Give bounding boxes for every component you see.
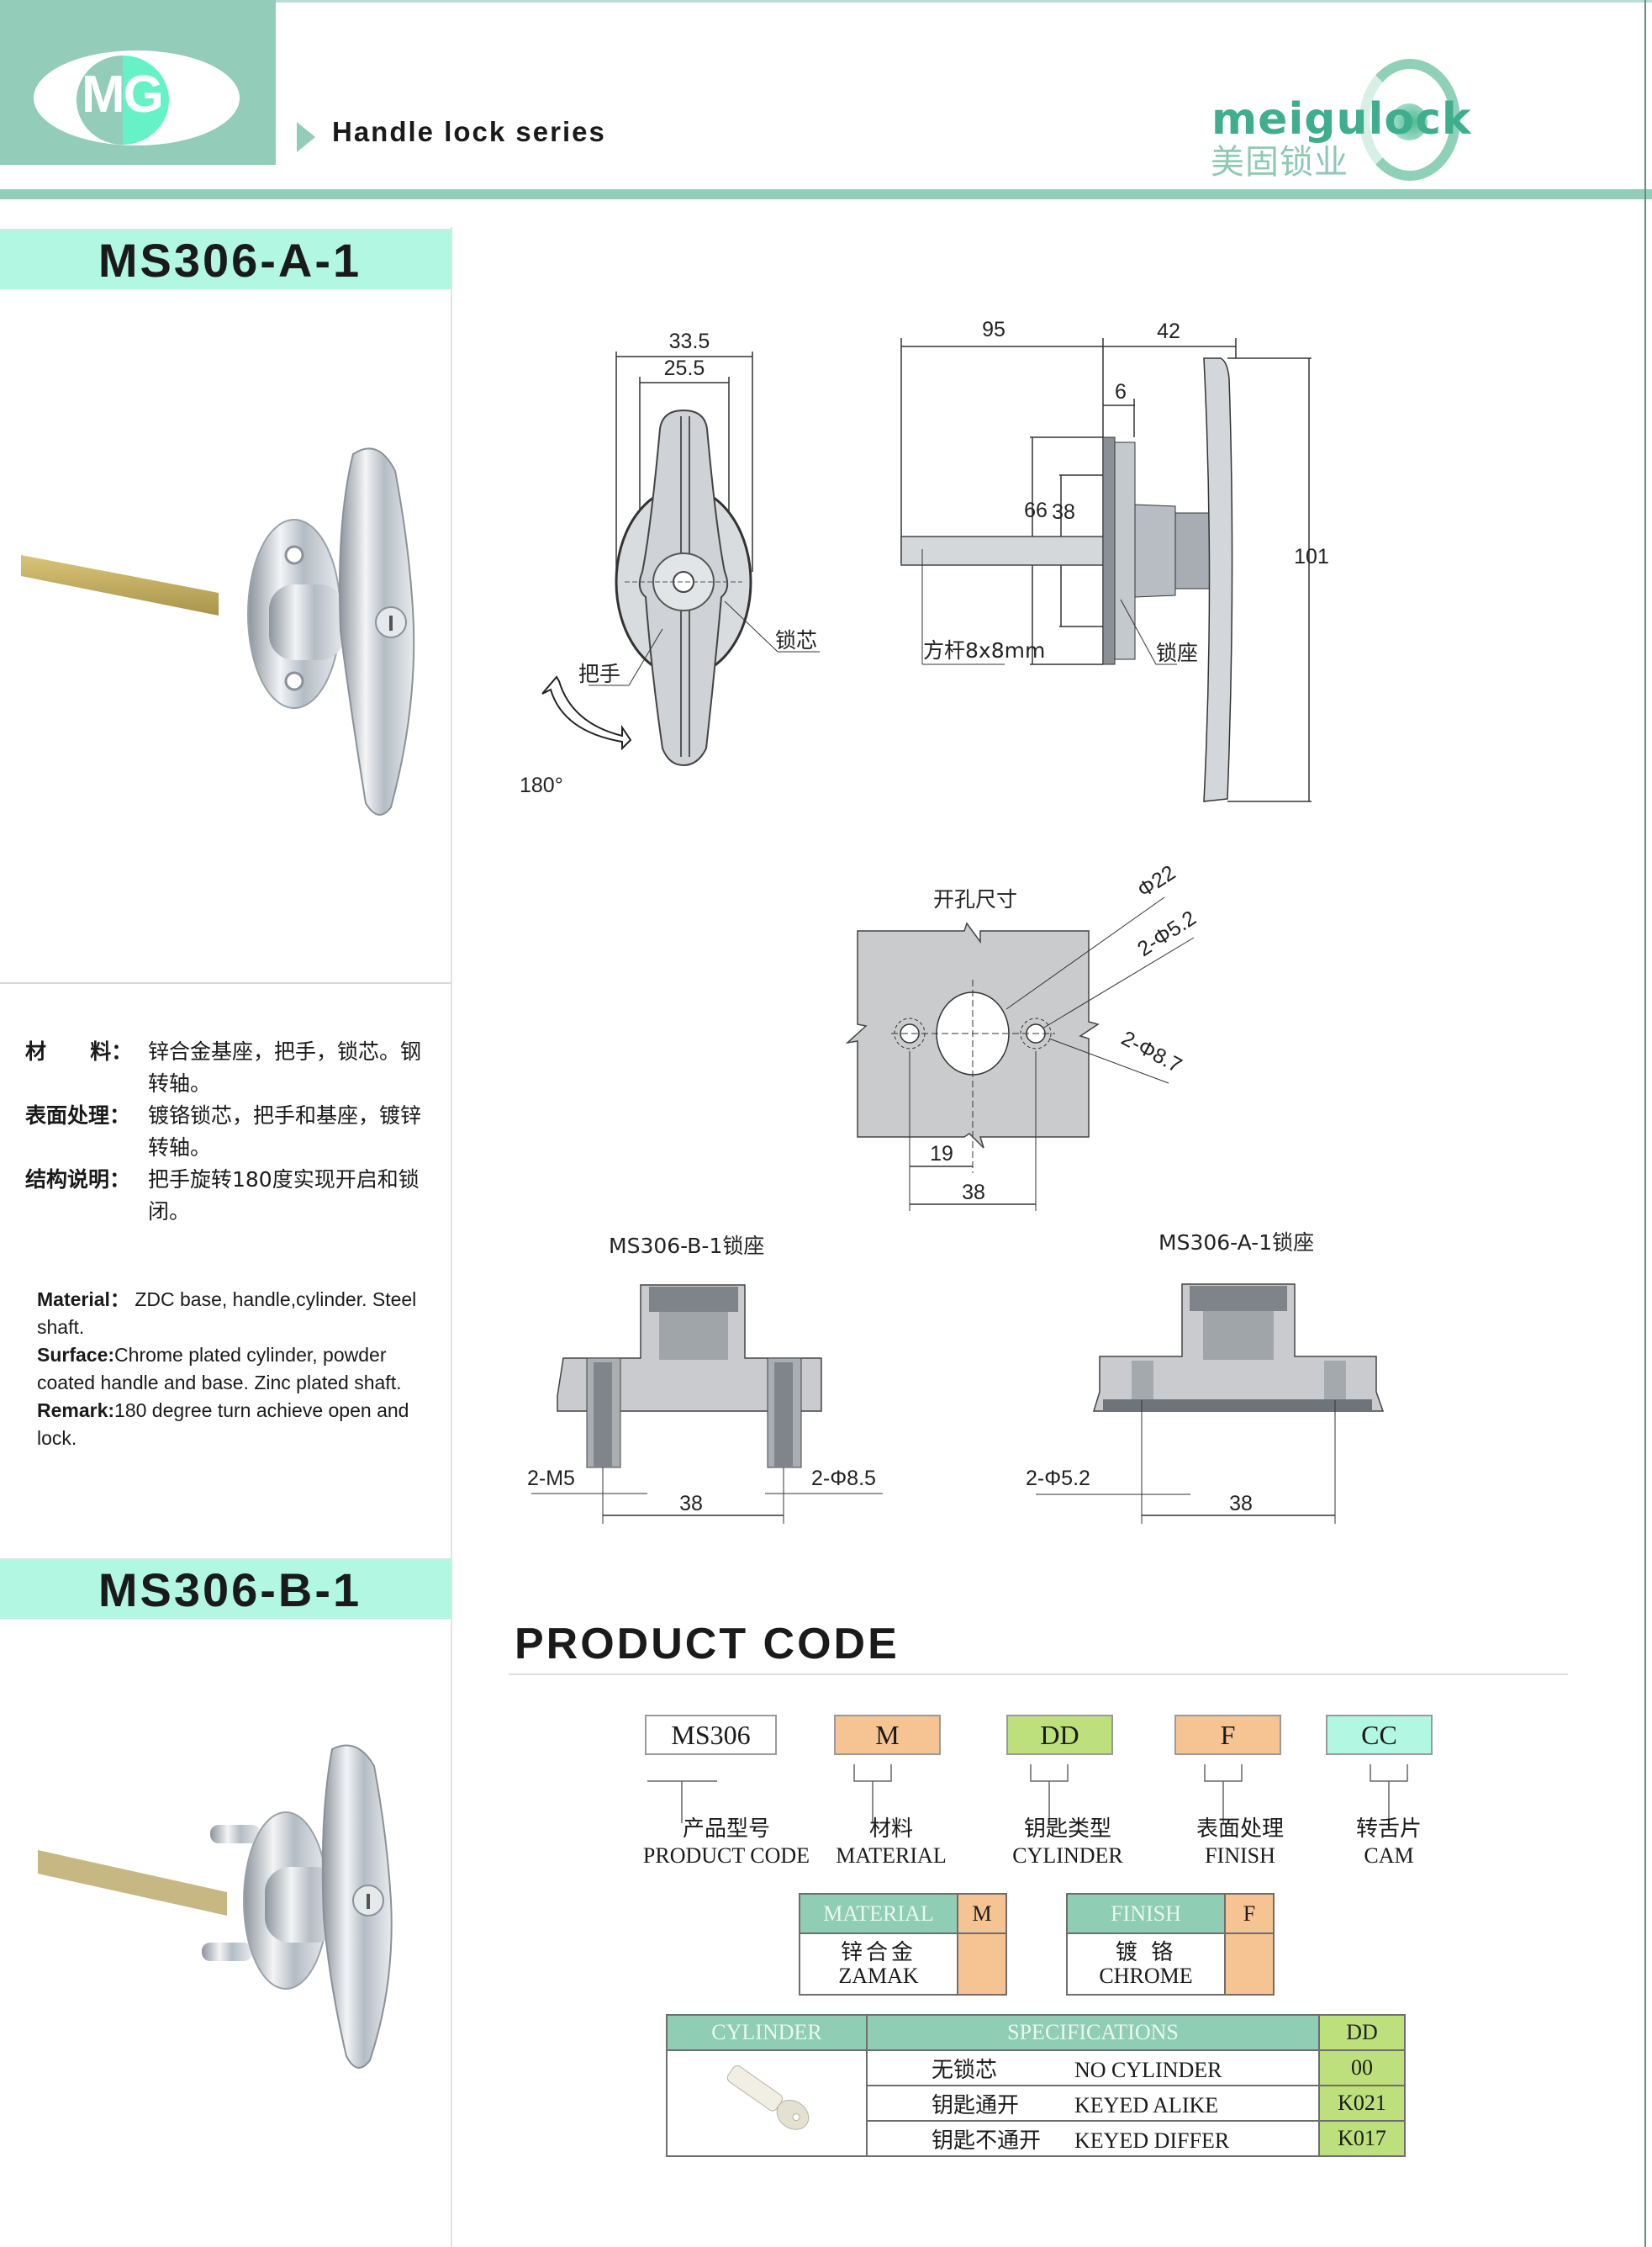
cylinder-image: [666, 2049, 868, 2157]
spec-en: Material： ZDC base, handle,cylinder. Ste…: [37, 1286, 441, 1452]
spec-en-remark: Remark:180 degree turn achieve open and …: [37, 1399, 409, 1449]
column-divider: [451, 227, 452, 2247]
front-view-drawing: 33.5 25.5 锁芯 把手 180°: [520, 330, 820, 797]
spec-en-surface: Surface:Chrome plated cylinder, powder c…: [37, 1344, 402, 1393]
svg-text:38: 38: [962, 1181, 985, 1204]
spec-cn: 材 料： 锌合金基座，把手，锁芯。钢转轴。 表面处理： 镀铬锁芯，把手和基座，镀…: [25, 1036, 429, 1228]
svg-text:开孔尺寸: 开孔尺寸: [933, 887, 1017, 912]
brand-name-cn: 美固锁业: [1211, 143, 1349, 182]
code-segment-finish: F: [1174, 1715, 1281, 1755]
svg-text:2-Φ5.2: 2-Φ5.2: [1026, 1467, 1090, 1490]
spec-cn-material: 材 料： 锌合金基座，把手，锁芯。钢转轴。: [25, 1039, 422, 1096]
svg-text:Φ22: Φ22: [1133, 861, 1180, 902]
cylinder-table-header: CYLINDER SPECIFICATIONS DD: [666, 2014, 1406, 2051]
svg-text:33.5: 33.5: [669, 330, 710, 353]
svg-text:锁芯: 锁芯: [775, 628, 817, 653]
svg-text:方杆8x8mm: 方杆8x8mm: [923, 638, 1045, 663]
svg-text:38: 38: [1052, 500, 1075, 524]
model-name: MS306-B-1: [98, 1563, 362, 1616]
svg-text:2-Φ5.2: 2-Φ5.2: [1133, 907, 1201, 961]
svg-text:66: 66: [1024, 499, 1048, 522]
svg-text:把手: 把手: [578, 662, 620, 686]
svg-text:25.5: 25.5: [664, 357, 705, 380]
spec-en-material: Material： ZDC base, handle,cylinder. Ste…: [37, 1288, 417, 1338]
product-code-divider: [509, 1673, 1568, 1675]
code-segment-cylinder: DD: [1006, 1715, 1113, 1755]
product-photo-b: [38, 1744, 393, 2069]
svg-text:180°: 180°: [520, 774, 563, 797]
section-divider: [0, 982, 451, 984]
spec-cn-structure: 结构说明： 把手旋转180度实现开启和锁闭。: [25, 1167, 420, 1224]
code-label-product: 产品型号 PRODUCT CODE: [642, 1816, 810, 1868]
svg-text:38: 38: [1229, 1492, 1253, 1515]
seat-a-drawing: MS306-A-1锁座 38 2-Φ5.2: [1026, 1230, 1385, 1524]
product-code-title: PRODUCT CODE: [515, 1620, 900, 1668]
svg-text:38: 38: [679, 1492, 703, 1515]
model-title-b: MS306-B-1: [0, 1558, 451, 1619]
header-divider: [0, 189, 1652, 199]
code-label-finish: 表面处理 FINISH: [1195, 1816, 1284, 1868]
finish-table: FINISH F 镀 铬 CHROME: [1066, 1893, 1275, 1996]
code-segment-material: M: [834, 1715, 941, 1755]
cutout-drawing: 开孔尺寸 19 38 Φ22 2-Φ5.2 2-Φ8.7: [845, 861, 1201, 1211]
top-border: [0, 0, 1652, 3]
model-title-a: MS306-A-1: [0, 229, 451, 289]
brand-name: meigulock: [1211, 94, 1472, 145]
svg-text:锁座: 锁座: [1156, 641, 1198, 665]
model-name: MS306-A-1: [98, 234, 362, 287]
material-table: MATERIAL M 锌合金 ZAMAK: [799, 1893, 1007, 1996]
svg-text:42: 42: [1157, 320, 1180, 343]
svg-text:2-M5: 2-M5: [527, 1467, 575, 1490]
series-title: Handle lock series: [332, 116, 606, 147]
code-label-cam: 转舌片 CAM: [1355, 1816, 1422, 1868]
product-photo-a: [21, 447, 415, 816]
right-border: [1644, 0, 1646, 2247]
code-brackets: [647, 1764, 1408, 1823]
seat-b-drawing: MS306-B-1锁座 2-M5 2-Φ8.5 38: [527, 1234, 883, 1524]
svg-text:MS306-A-1锁座: MS306-A-1锁座: [1159, 1230, 1314, 1255]
svg-text:6: 6: [1115, 380, 1127, 404]
svg-text:2-Φ8.7: 2-Φ8.7: [1117, 1027, 1185, 1078]
code-label-material: 材料 MATERIAL: [836, 1816, 947, 1868]
logo-text: MG: [82, 66, 164, 124]
code-segment-cam: CC: [1326, 1715, 1433, 1755]
code-segment-product: MS306: [645, 1715, 777, 1755]
svg-text:2-Φ8.5: 2-Φ8.5: [811, 1467, 876, 1490]
svg-text:MS306-B-1锁座: MS306-B-1锁座: [609, 1234, 764, 1258]
spec-cn-surface: 表面处理： 镀铬锁芯，把手和基座，镀锌转轴。: [25, 1103, 422, 1160]
code-label-cylinder: 钥匙类型 CYLINDER: [1012, 1816, 1123, 1868]
key-cylinder-icon: [726, 2065, 810, 2130]
svg-text:101: 101: [1294, 545, 1329, 568]
svg-text:95: 95: [982, 318, 1005, 341]
svg-text:19: 19: [930, 1142, 953, 1166]
play-arrow-icon: [297, 122, 315, 152]
side-view-drawing: 95 42 6 66 38 101 方杆8x8mm 锁座: [900, 318, 1329, 802]
keyhole-icon: [1391, 103, 1428, 140]
